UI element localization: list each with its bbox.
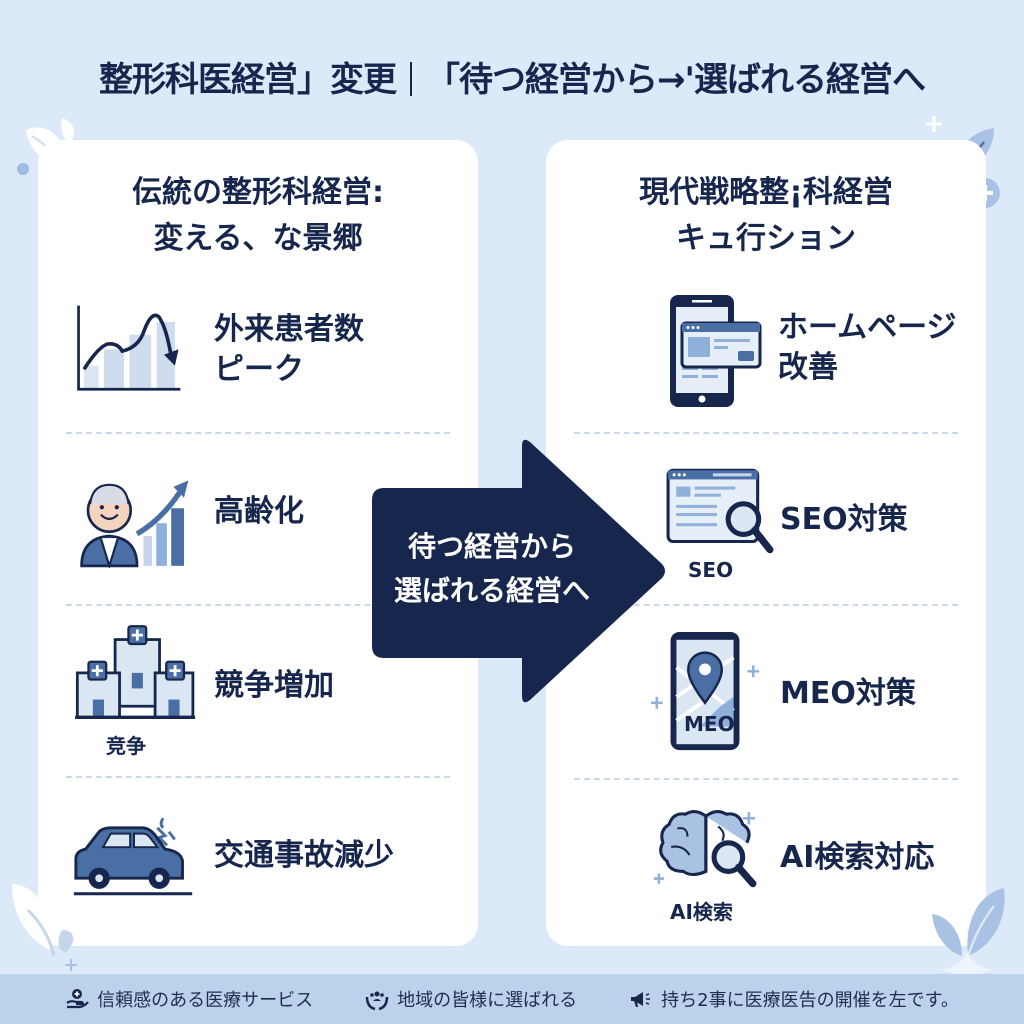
divider <box>574 778 958 780</box>
label-line2: ピーク <box>214 352 304 387</box>
list-item-ai-search: AI検索 AI検索対応 <box>546 806 986 956</box>
right-heading-line1: 現代戦略整¡科経営 <box>639 175 893 210</box>
ai-brain-search-icon <box>654 810 757 888</box>
right-heading-line2: キュ行ション <box>676 221 856 256</box>
title-right: 「待つ経営から→'選ばれる経営へ <box>426 60 926 100</box>
label-line1: MEO対策 <box>780 676 916 711</box>
leaf-decoration-icon <box>932 888 1005 957</box>
label-line2: 改善 <box>778 350 838 385</box>
label-line1: 交通事故減少 <box>214 838 394 873</box>
ai-search-label: AI検索対応 <box>780 838 934 878</box>
competition-label: 競争増加 <box>214 666 334 706</box>
list-item-competition: 竞争 競争増加 <box>38 624 478 774</box>
divider <box>66 776 450 778</box>
dot-decoration-icon <box>17 163 29 175</box>
homepage-label: ホームページ 改善 <box>778 308 957 388</box>
label-line1: 高齢化 <box>214 494 304 529</box>
arrow-label: 待つ経営から 選ばれる経営へ <box>372 525 612 613</box>
car-accident-icon <box>73 817 193 896</box>
left-heading-line2: 変える、な景郷 <box>153 221 363 256</box>
list-item-aging: 高齢化 <box>38 462 478 612</box>
community-hands-icon <box>365 991 389 1011</box>
smartphone-webpage-icon <box>670 295 762 407</box>
label-line1: AI検索対応 <box>780 840 935 875</box>
sparkle-decoration-icon <box>940 950 994 990</box>
competition-icon-caption: 竞争 <box>106 734 146 758</box>
label-line1: 競争増加 <box>214 668 334 703</box>
right-panel-heading: 現代戦略整¡科経営 キュ行ション <box>546 170 986 262</box>
leaf-decoration-icon <box>12 884 74 957</box>
footer-item-label: 持ち2事に医療医告の開催を左です。 <box>661 990 959 1011</box>
meo-label: MEO対策 <box>780 674 916 714</box>
footer-item-community: 地域の皆様に選ばれる <box>365 986 577 1012</box>
megaphone-icon <box>631 992 651 1007</box>
left-heading-line1: 伝統の整形科経営: <box>132 175 384 210</box>
map-pin-phone-icon <box>650 631 760 751</box>
seo-icon-caption: SEO <box>688 558 734 582</box>
aging-label: 高齢化 <box>214 492 304 532</box>
arrow-label-line1: 待つ経営から <box>407 530 576 563</box>
list-item-homepage: ホームページ 改善 <box>546 290 986 440</box>
list-item-meo: MEO MEO対策 <box>546 628 986 778</box>
label-line1: ホームページ <box>778 310 957 345</box>
page-title: 整形科医経営」変更「待つ経営から→'選ばれる経営へ <box>0 52 1024 101</box>
arrow-label-line2: 選ばれる経営へ <box>393 574 590 607</box>
divider <box>66 604 450 606</box>
hospitals-competition-icon <box>75 625 196 719</box>
list-item-seo: SEO SEO対策 <box>546 466 986 616</box>
footer-item-label: 地域の皆様に選ばれる <box>397 990 578 1011</box>
left-panel-heading: 伝統の整形科経営: 変える、な景郷 <box>38 170 478 262</box>
footer-bar: 信頼感のある医療サービス 地域の皆様に選ばれる 持ち2事に医療医告の開催を左です… <box>0 974 1024 1024</box>
seo-magnifier-icon <box>666 468 774 554</box>
meo-icon-caption: MEO <box>684 712 735 736</box>
transition-arrow-icon <box>372 439 665 703</box>
footer-item-label: 信頼感のある医療サービス <box>97 990 314 1011</box>
list-item-outpatient-peak: 外来患者数 ピーク <box>38 300 478 450</box>
seo-label: SEO対策 <box>780 500 908 540</box>
footer-item-announcement: 持ち2事に医療医告の開催を左です。 <box>629 986 959 1012</box>
title-separator <box>410 62 413 96</box>
plus-decoration-icon <box>65 959 77 971</box>
divider <box>574 432 958 434</box>
divider <box>574 604 958 606</box>
traffic-accidents-label: 交通事故減少 <box>214 836 394 876</box>
elderly-person-rising-chart-icon <box>80 480 189 568</box>
label-line1: SEO対策 <box>780 502 908 537</box>
title-left: 整形科医経営」変更 <box>99 60 397 100</box>
footer-item-trust: 信頼感のある医療サービス <box>65 986 313 1012</box>
divider <box>66 432 450 434</box>
outpatient-peak-label: 外来患者数 ピーク <box>214 310 364 390</box>
hand-care-icon <box>66 989 90 1009</box>
list-item-traffic-accidents: 交通事故減少 <box>38 800 478 950</box>
chart-peak-decline-icon <box>77 305 181 391</box>
plus-decoration-icon <box>926 116 942 132</box>
label-line1: 外来患者数 <box>214 312 364 347</box>
ai-search-icon-caption: AI検索 <box>670 900 733 924</box>
